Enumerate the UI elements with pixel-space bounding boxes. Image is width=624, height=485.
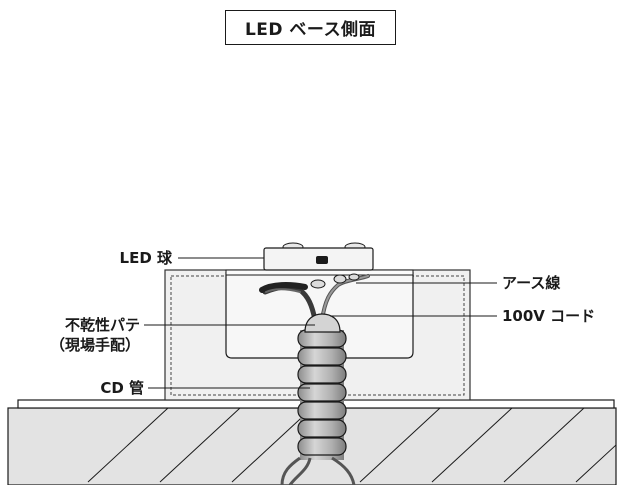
putty-blob: [304, 313, 341, 333]
diagram-title: LED ベース側面: [225, 10, 396, 45]
label-cord-100v: 100V コード: [502, 307, 596, 325]
led-bulb-shape: [263, 242, 374, 271]
led-emitter: [316, 256, 328, 264]
label-earth-wire: アース線: [502, 274, 561, 292]
label-putty-line1: 不乾性パテ: [64, 316, 140, 334]
housing-flange: [225, 269, 414, 276]
label-cd-pipe: CD 管: [100, 379, 144, 397]
label-putty-line2: （現場手配）: [49, 336, 140, 354]
label-led-bulb: LED 球: [119, 249, 172, 267]
cd-pipe-shape: [280, 313, 356, 485]
leader-lines: [144, 257, 497, 389]
internal-wiring: [259, 273, 370, 323]
ground-hatch: [87, 408, 616, 483]
